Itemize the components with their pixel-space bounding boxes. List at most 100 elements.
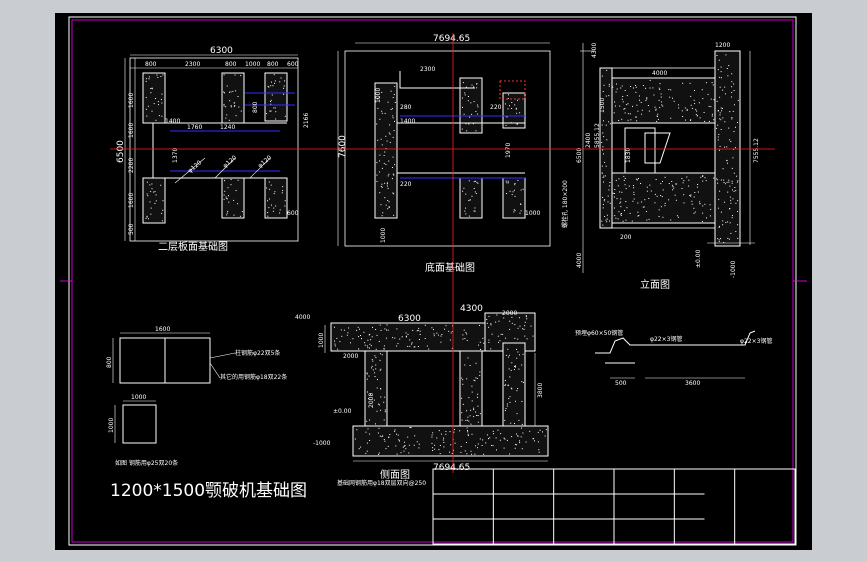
sf-left-2: 1600 [128,123,135,138]
concrete-hatch [266,74,286,120]
concrete-hatch [611,79,715,122]
concrete-hatch [462,180,479,217]
bp-1000: 1000 [375,88,382,103]
dt-note3: φ22×3钢管 [740,337,772,345]
title-block [432,468,796,545]
el-1200: 1200 [715,42,730,49]
drawing-title: 1200*1500颚破机基础图 [110,481,307,501]
concrete-hatch [376,85,396,217]
sv-lvl-minus: -1000 [313,440,331,447]
sv-2000: 2000 [502,310,517,317]
concrete-hatch [504,348,524,425]
sv-6300: 6300 [398,314,421,324]
el-lvl-minus: -1000 [730,260,737,278]
el-2400: 2400 [585,133,592,148]
dt-500: 500 [615,380,627,387]
sb-dim-w: 1000 [131,394,146,401]
sf-side-c: 600 [287,210,299,217]
sf-seg-5: 800 [267,61,279,68]
sf-inner-c: 1400 [165,118,180,125]
sv-title: 侧面图 [380,468,410,481]
sb-dim-h: 1000 [108,418,115,433]
concrete-hatch [145,181,164,222]
bp-title: 底面基础图 [425,261,475,274]
sf-left-1: 1600 [128,93,135,108]
el-7555: 7555.12 [753,138,760,163]
sa-note2: 其它的用钢筋φ18双22条 [220,373,287,381]
sf-left-3: 2200 [128,158,135,173]
concrete-hatch [611,175,715,222]
drawing-sheet: 6300 800 2300 800 1000 800 600 6500 1600… [55,13,812,550]
sf-seg-3: 800 [225,61,237,68]
concrete-hatch [223,74,242,121]
sv-note: 基础网钢筋用φ18双层双向@250 [337,479,426,487]
second-floor-plan: 6300 800 2300 800 1000 800 600 6500 1600… [116,46,310,253]
sf-seg-4: 1000 [245,61,260,68]
concrete-hatch [461,357,481,425]
sf-inner-d: 1370 [172,148,179,163]
elevation-view: 4300 4000 1200 6500 2400 7555.12 5855.12… [561,42,760,291]
sa-dim-h: 800 [106,356,113,368]
bottom-plan: 7694.65 2300 7600 1400 280 220 220 1970 … [337,34,551,274]
sv-1000: 1000 [318,333,325,348]
sf-inner-b: 1240 [220,124,235,131]
el-5855: 5855.12 [594,123,601,148]
detail-view: 500 3600 预埋φ60×50钢管 φ22×3钢管 φ22×3钢管 [575,329,772,387]
el-1830: 1830 [625,148,632,163]
bp-1970: 1970 [505,143,512,158]
section-b: 1000 1000 如图 钢筋用φ25双20条 [108,394,178,467]
sv-2000c: 2000 [368,393,375,408]
sa-dim-w: 1600 [155,326,170,333]
concrete-hatch [354,427,547,455]
sf-left-5: 500 [128,223,135,235]
el-1500: 1500 [599,98,606,113]
concrete-hatch [266,181,286,217]
el-4300: 4300 [591,43,598,58]
el-title: 立面图 [640,278,670,291]
concrete-hatch [505,179,524,214]
bp-1000c: 1000 [525,210,540,217]
el-lvl-zero: ±0.00 [695,249,702,268]
sv-4000: 4000 [295,314,310,321]
sf-note-c: φ120 [257,154,273,169]
sf-seg-2: 2300 [185,61,200,68]
sf-left-4: 1600 [128,193,135,208]
sf-title: 二层板面基础图 [158,240,228,253]
bp-1400: 1400 [400,118,415,125]
concrete-hatch [486,314,534,350]
sf-seg-6: 600 [287,61,299,68]
sf-inner-a: 1760 [187,124,202,131]
el-6500: 6500 [576,148,583,163]
sf-note-b: φ120 [222,154,238,169]
bp-1000b: 1000 [380,228,387,243]
sv-bottom: 7694.65 [433,463,470,473]
sf-dim-left: 6500 [116,140,126,163]
sv-2000b: 2000 [343,353,358,360]
concrete-hatch [601,69,611,226]
sv-3800: 3800 [537,383,544,398]
sf-dim-top: 6300 [210,46,233,56]
bp-dim-top: 7694.65 [433,34,470,44]
drawing-canvas: 6300 800 2300 800 1000 800 600 6500 1600… [60,16,807,546]
bp-dim-left: 7600 [338,135,348,158]
bp-220b: 220 [490,104,502,111]
section-a: 1600 800 柱钢筋φ22双5条 其它的用钢筋φ18双22条 [106,326,287,384]
sv-4300: 4300 [460,304,483,314]
el-4000b: 4000 [576,253,583,268]
sa-note1: 柱钢筋φ22双5条 [235,349,280,357]
el-4000: 4000 [652,70,667,77]
sf-seg-1: 800 [145,61,157,68]
dt-3600: 3600 [685,380,700,387]
concrete-hatch [145,74,164,121]
sb-note: 如图 钢筋用φ25双20条 [115,459,178,467]
dt-note1: 预埋φ60×50钢管 [575,329,623,337]
bp-280: 280 [400,104,412,111]
side-view: 4000 6300 4300 2000 1000 2000 2000 3800 … [295,304,549,487]
sv-lvl-zero: ±0.00 [333,408,352,415]
sf-side-b: 800 [252,101,259,113]
concrete-hatch [366,353,386,425]
sf-side: 2166 [303,113,310,128]
el-note: 螺栓孔 180×200 [561,180,569,228]
dt-note2: φ22×3钢管 [650,335,682,343]
el-200: 200 [620,234,632,241]
